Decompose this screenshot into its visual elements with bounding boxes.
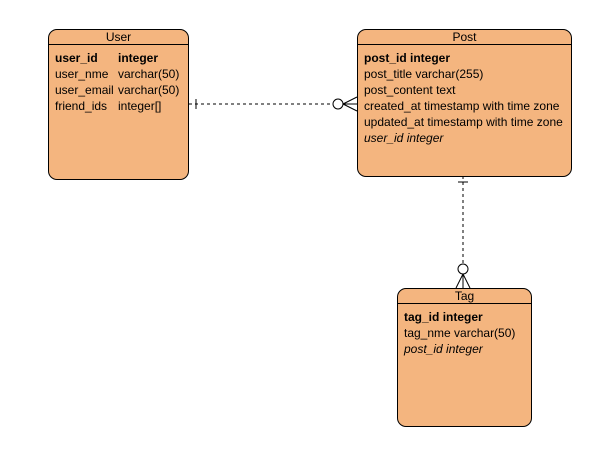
field-row: friend_ids integer[] bbox=[55, 98, 188, 114]
many-marker bbox=[342, 96, 358, 112]
entity-post[interactable]: Post post_id integer post_title varchar(… bbox=[357, 29, 572, 177]
field-row: user_id integer bbox=[364, 130, 571, 146]
many-marker bbox=[455, 273, 471, 289]
zero-marker bbox=[457, 263, 469, 275]
entity-tag-fields: tag_id integer tag_nme varchar(50) post_… bbox=[398, 304, 531, 357]
field-name: user_id bbox=[364, 131, 404, 145]
field-name: post_title bbox=[364, 67, 413, 81]
field-row: post_id integer bbox=[404, 341, 531, 357]
entity-user-fields: user_id integer user_nme varchar(50) user_… bbox=[49, 45, 188, 114]
field-name: friend_ids bbox=[55, 99, 108, 113]
field-type: varchar(255) bbox=[415, 67, 484, 81]
entity-user-title: User bbox=[49, 30, 188, 45]
entity-post-fields: post_id integer post_title varchar(255) … bbox=[358, 45, 571, 146]
field-type: varchar(50) bbox=[454, 326, 516, 340]
relationship-post-tag[interactable] bbox=[455, 176, 471, 289]
relationship-user-post[interactable] bbox=[189, 96, 358, 112]
entity-tag[interactable]: Tag tag_id integer tag_nme varchar(50) p… bbox=[397, 288, 532, 427]
field-name: tag_nme bbox=[404, 326, 451, 340]
field-type: varchar(50) bbox=[118, 67, 180, 81]
entity-user[interactable]: User user_id integer user_nme varchar(50) … bbox=[48, 29, 189, 180]
field-type: text bbox=[436, 83, 456, 97]
field-row: updated_at timestamp with time zone bbox=[364, 114, 571, 130]
field-name: post_id bbox=[364, 51, 407, 65]
field-row: created_at timestamp with time zone bbox=[364, 98, 571, 114]
field-name: post_id bbox=[404, 342, 443, 356]
entity-post-title: Post bbox=[358, 30, 571, 45]
field-type: timestamp with time zone bbox=[427, 115, 563, 129]
field-name: user_email bbox=[55, 83, 114, 97]
field-row: post_title varchar(255) bbox=[364, 66, 571, 82]
field-type: integer bbox=[406, 131, 444, 145]
field-type: integer bbox=[118, 51, 159, 65]
field-row: user_email varchar(50) bbox=[55, 82, 188, 98]
field-name: tag_id bbox=[404, 310, 440, 324]
zero-marker bbox=[332, 98, 344, 110]
field-name: updated_at bbox=[364, 115, 425, 129]
field-row: post_content text bbox=[364, 82, 571, 98]
field-type: integer bbox=[446, 342, 483, 356]
field-row: user_id integer bbox=[55, 50, 188, 66]
field-type: integer[] bbox=[118, 99, 162, 113]
field-type: integer bbox=[410, 51, 451, 65]
field-row: user_nme varchar(50) bbox=[55, 66, 188, 82]
field-row: tag_id integer bbox=[404, 309, 531, 325]
field-type: timestamp with time zone bbox=[424, 99, 560, 113]
field-row: post_id integer bbox=[364, 50, 571, 66]
field-row: tag_nme varchar(50) bbox=[404, 325, 531, 341]
field-name: created_at bbox=[364, 99, 421, 113]
field-name: user_nme bbox=[55, 67, 109, 81]
field-name: post_content bbox=[364, 83, 433, 97]
field-type: integer bbox=[442, 310, 483, 324]
field-name: user_id bbox=[55, 51, 98, 65]
entity-tag-title: Tag bbox=[398, 289, 531, 304]
field-type: varchar(50) bbox=[118, 83, 180, 97]
